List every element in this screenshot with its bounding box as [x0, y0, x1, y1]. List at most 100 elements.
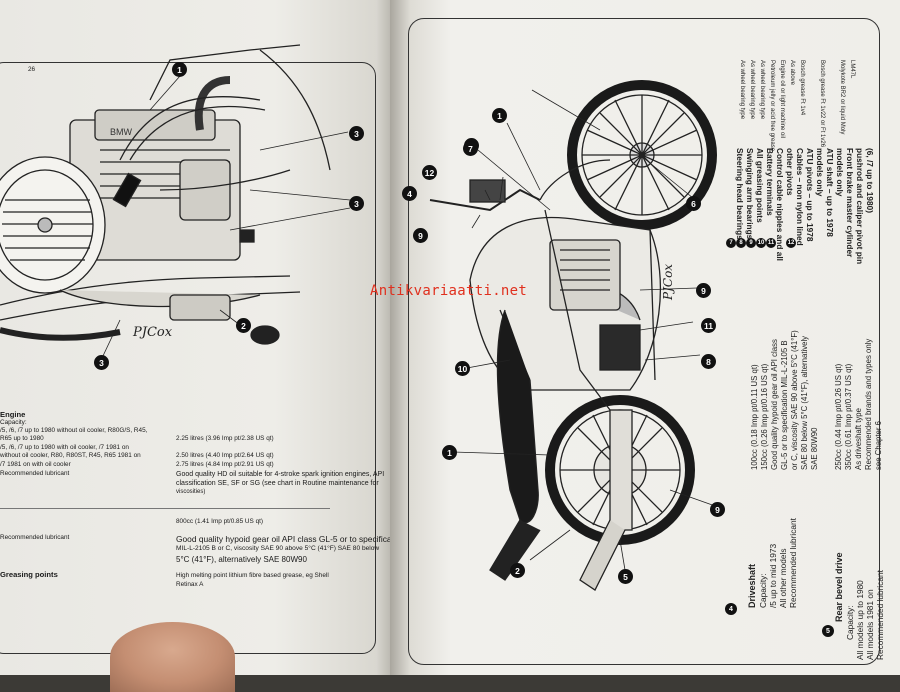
callout-r-11: 11	[701, 318, 716, 333]
grease-label-11b: other pivots	[785, 148, 795, 196]
rear-bevel-row-2: All models 1981 on	[865, 589, 875, 660]
callout-2: 2	[236, 318, 251, 333]
grease-label-brake3: (6, /7 up to 1980)	[865, 148, 875, 214]
engine-illustration: BMW	[0, 44, 351, 359]
driveshaft-row-3: Recommended lubricant	[788, 518, 798, 608]
greasing-value-1: Retinax A	[176, 581, 204, 588]
gearbox-value-2: MIL-L-2105 B or C, viscosity SAE 90 abov…	[176, 545, 380, 552]
grease-label-9: All greasing points	[755, 148, 765, 223]
driveshaft-heading: Driveshaft	[747, 563, 757, 608]
grease-label-atu2: models only	[815, 148, 825, 197]
artist-signature-left: PJCox	[133, 325, 173, 340]
rear-bevel-value-4: Recommended brands and types only	[864, 338, 873, 470]
rear-bevel-row-3: Recommended lubricant	[875, 570, 885, 660]
grease-label-11: Control cable nipples and all	[775, 148, 785, 261]
engine-value-4: 2.50 litres (4.40 Imp pt/2.64 US qt)	[176, 452, 274, 459]
callout-r-9a: 9	[413, 228, 428, 243]
engine-line-3: /5, /6, /7 up to 1980 with oil cooler, /…	[0, 444, 129, 451]
gearbox-value-0: 800cc (1.41 Imp pt/0.85 US qt)	[176, 518, 264, 525]
gearbox-value-3: 5°C (41°F), alternatively SAE 80W90	[176, 555, 307, 564]
gearbox-value-1: Good quality hypoid gear oil API class G…	[176, 534, 406, 544]
grease-label-atushaft2: models only	[835, 148, 845, 197]
grease-value-9: As wheel bearing type	[759, 60, 765, 120]
callout-r-7: 7	[463, 141, 478, 156]
grease-value-7: As wheel bearing type	[739, 60, 745, 120]
callout-r-1: 1	[492, 108, 507, 123]
driveshaft-row-2: All other models	[778, 548, 788, 609]
right-page-border	[408, 18, 880, 665]
driveshaft-value-1: 100cc (0.18 Imp pt/0.11 US qt)	[750, 364, 759, 470]
rear-bevel-row-0: Capacity:	[845, 605, 855, 640]
callout-r-9c: 9	[710, 502, 725, 517]
grease-num-11: 11	[766, 238, 776, 248]
grease-value-11b: As above	[789, 60, 795, 86]
rear-bevel-num: 5	[822, 625, 834, 637]
driveshaft-value-2: 150cc (0.26 Imp pt/0.16 US qt)	[760, 363, 769, 470]
grease-num-10: 10	[756, 238, 766, 248]
callout-1: 1	[172, 62, 187, 77]
callout-r-9b: 9	[696, 283, 711, 298]
driveshaft-value-4: GL-5 or to specification MIL-L-2105 B	[780, 340, 789, 470]
artist-signature-right: PJCox	[661, 264, 675, 301]
grease-label-10: Battery terminals	[765, 148, 775, 216]
driveshaft-value-6: SAE 80 below 5°C (41°F), alternatively	[800, 335, 809, 470]
left-page: 26	[0, 0, 405, 675]
grease-num-8: 8	[736, 238, 746, 248]
engine-heading: Engine	[0, 410, 26, 419]
grease-value-8: As wheel bearing type	[749, 60, 755, 120]
engine-line-6: Recommended lubricant	[0, 470, 70, 477]
greasing-value-0: High melting point lithium fibre based g…	[176, 572, 329, 579]
engine-value-5: 2.75 litres (4.84 Imp pt/2.91 US qt)	[176, 461, 274, 468]
engine-value-7: classification SE, SF or SG (see chart i…	[176, 480, 379, 487]
callout-3a: 3	[349, 126, 364, 141]
rear-bevel-value-5: see Chapter 6	[874, 421, 883, 470]
greasing-heading: Greasing points	[0, 570, 58, 579]
grease-value-atushaft2: Molykote BR2 or liquid Moly	[839, 60, 845, 135]
watermark-text: Antikvariaatti.net	[370, 283, 528, 299]
callout-r-4: 4	[402, 186, 417, 201]
engine-line-0: Capacity:	[0, 419, 27, 426]
grease-label-12: Cables – non nylon lined	[795, 148, 805, 246]
grease-value-12: Bosch grease Ft 1v4	[799, 60, 805, 116]
right-page: PJCox 1 3 7 12 4 9 6 9 10 11 8 1 2 5 9 S…	[390, 0, 900, 675]
driveshaft-value-5: or C, viscosity SAE 90 above 5°C (41°F)	[790, 330, 799, 470]
grease-label-brake: Front brake master cylinder	[845, 148, 855, 258]
rear-bevel-value-1: 250cc (0.44 Imp pt/0.26 US qt)	[834, 363, 843, 470]
engine-value-6: Good quality HD oil suitable for 4-strok…	[176, 471, 385, 478]
driveshaft-row-1: /5 up to mid 1973	[768, 543, 778, 608]
rear-bevel-value-3: As driveshaft type	[854, 408, 863, 470]
grease-value-brake: LM47L	[849, 60, 855, 79]
callout-3b: 3	[349, 196, 364, 211]
grease-label-brake2: pushrod and caliper pivot pin	[855, 148, 865, 265]
driveshaft-row-0: Capacity:	[758, 573, 768, 608]
grease-num-7: 7	[726, 238, 736, 248]
callout-r-12: 12	[422, 165, 437, 180]
page-number: 26	[28, 66, 36, 73]
engine-block-text: BMW	[110, 127, 133, 137]
engine-line-5: /7 1981 on with oil cooler	[0, 461, 71, 468]
rear-bevel-value-2: 350cc (0.61 Imp pt/0.37 US qt)	[844, 363, 853, 470]
motorcycle-illustration: PJCox	[429, 80, 719, 591]
rear-bevel-heading: Rear bevel drive	[834, 552, 844, 622]
thumb	[110, 622, 235, 692]
callout-r-5: 5	[618, 569, 633, 584]
engine-value-8: viscosities)	[176, 489, 206, 495]
engine-value-2: 2.25 litres (3.96 Imp pt/2.38 US qt)	[176, 435, 274, 442]
callout-r-8: 8	[701, 354, 716, 369]
grease-value-atu2: Bosch grease Ft 1v22 or Ft 1v26	[819, 60, 825, 148]
engine-section: Capacity: /5, /6, /7 up to 1980 without …	[0, 419, 384, 508]
driveshaft-value-3: Good quality hypoid gear oil API class	[770, 339, 779, 470]
grease-value-11: Engine oil or light machine oil	[779, 60, 785, 139]
driveshaft-value-7: SAE 80W90	[810, 427, 819, 470]
grease-label-7: Steering head bearings	[735, 148, 745, 240]
gearbox-label-1: Recommended lubricant	[0, 534, 70, 541]
callout-r-10: 10	[455, 361, 470, 376]
grease-value-10: Petroleum jelly or acid free grease	[769, 60, 775, 152]
grease-label-8: Swinging arm bearings	[745, 148, 755, 240]
grease-num-9: 9	[746, 238, 756, 248]
divider	[0, 508, 330, 509]
callout-3c: 3	[94, 355, 109, 370]
callout-r-6: 6	[686, 196, 701, 211]
engine-line-2: R65 up to 1980	[0, 435, 44, 442]
engine-line-4: without oil cooler, R80, R80ST, R45, R65…	[0, 452, 141, 459]
